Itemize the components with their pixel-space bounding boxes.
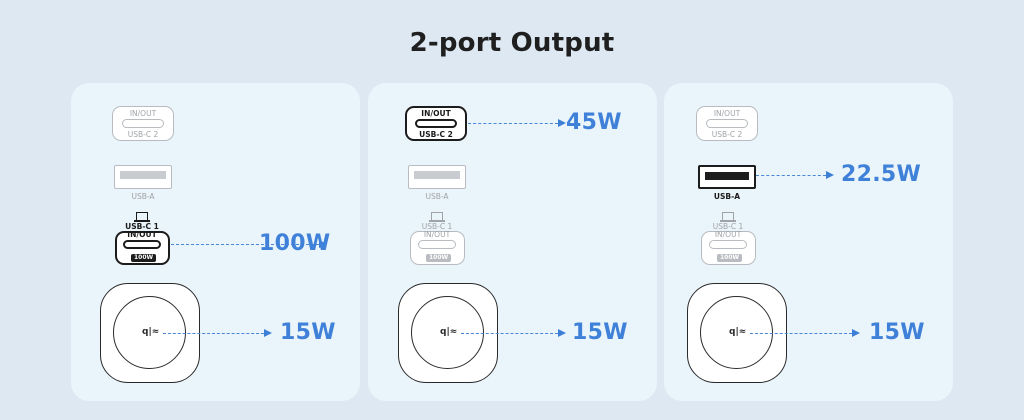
wireless-pad: q|≈ [398,283,498,383]
output-usbc2: 45W [566,110,622,135]
panel-usbc1: IN/OUT USB-C 2 USB-A USB-C 1 IN/OUT 100W… [71,83,360,401]
laptop-icon [720,212,736,222]
port-usbc2-inout-label: IN/OUT [129,109,157,118]
port-usbc1-inout-label: IN/OUT [423,230,451,239]
port-usbc1-label: USB-C 1 [712,222,744,231]
arrow-usbc2 [468,118,566,127]
port-usbc1-label: USB-C 1 [421,222,453,231]
output-usbc1: 100W [259,231,331,256]
port-usbc2-inout-label: IN/OUT [421,109,451,118]
qi-wireless-icon: q|≈ [142,327,160,337]
port-usbc1-label: USB-C 1 [125,222,159,231]
laptop-icon [429,212,445,222]
panel-usba: IN/OUT USB-C 2 USB-A 22.5W USB-C 1 IN/OU… [664,83,953,401]
qi-wireless-icon: q|≈ [440,327,458,337]
output-usba: 22.5W [841,162,922,187]
power-badge: 100W [426,254,452,262]
output-wireless: 15W [572,320,628,345]
power-badge: 100W [131,254,157,262]
arrow-usba [756,170,834,179]
port-usbc1-inout-label: IN/OUT [714,230,742,239]
output-wireless: 15W [280,320,336,345]
panel-usbc2: IN/OUT USB-C 2 45W USB-A USB-C 1 IN/OUT … [368,83,657,401]
qi-wireless-icon: q|≈ [729,327,747,337]
port-usbc2-label: USB-C 2 [127,130,159,139]
laptop-icon [134,212,150,222]
output-wireless: 15W [869,320,925,345]
port-usba-label: USB-A [425,192,449,201]
arrow-usbc1 [171,239,327,248]
port-usbc2-inout-label: IN/OUT [713,109,741,118]
page-title: 2-port Output [409,28,615,58]
port-usbc1-inout-label: IN/OUT [127,230,157,239]
port-usba-label: USB-A [713,192,741,201]
port-usbc2-label: USB-C 2 [419,130,453,139]
port-usba-label: USB-A [131,192,155,201]
wireless-pad: q|≈ [687,283,787,383]
power-badge: 100W [717,254,743,262]
arrow-wireless [750,328,860,337]
port-usbc2-label: USB-C 2 [711,130,743,139]
arrow-wireless [461,328,566,337]
arrow-wireless [163,328,272,337]
